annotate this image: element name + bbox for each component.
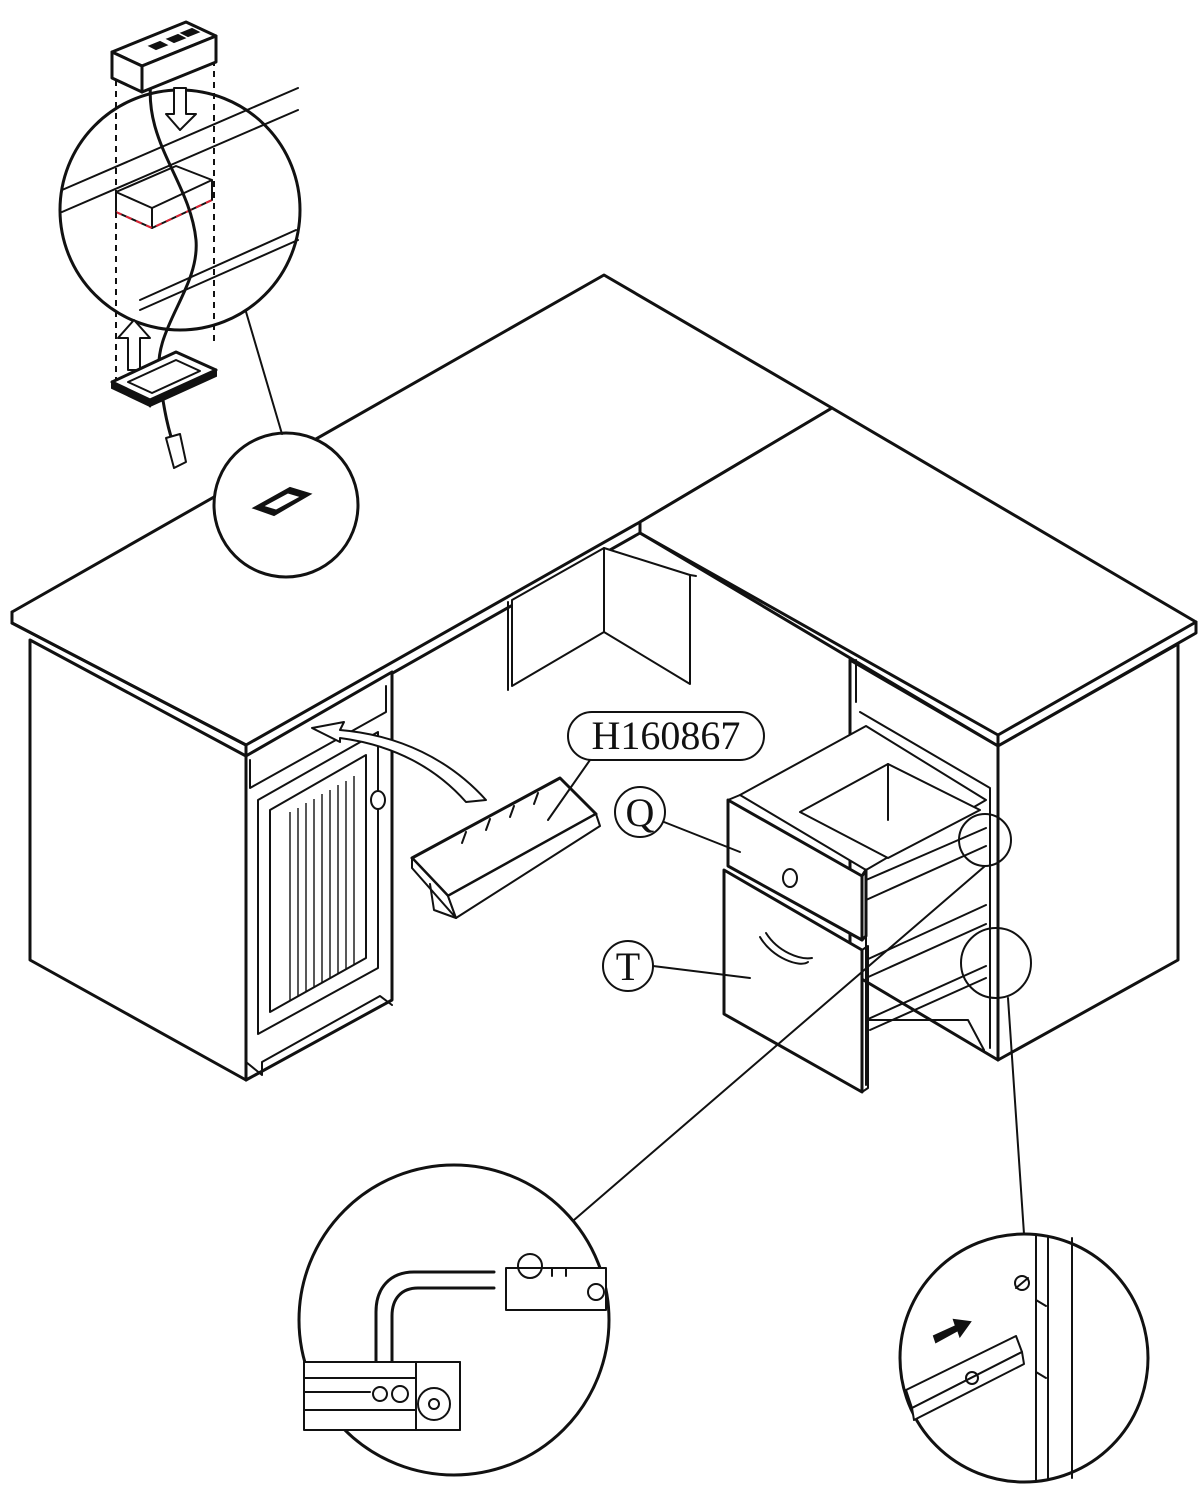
- outlet-detail: [58, 20, 302, 469]
- drawer-t-handle: [759, 936, 809, 965]
- keyboard-tray: [410, 776, 601, 919]
- part-number-text: H160867: [592, 713, 741, 758]
- rail-detail-right: [898, 997, 1150, 1484]
- insert-arrow: [311, 721, 487, 803]
- door-knob: [370, 790, 386, 810]
- drawer-t: [722, 868, 869, 1094]
- drawer-q: [726, 725, 987, 942]
- detail-marker-lower: [960, 927, 1032, 999]
- desk-top: [10, 273, 1198, 758]
- label-t: T: [602, 940, 751, 992]
- left-pedestal: [28, 638, 394, 1082]
- rail-detail-left: [297, 865, 986, 1477]
- grommet-callout: [212, 304, 360, 579]
- label-part-number: H160867: [547, 711, 765, 821]
- drawer-t-label: T: [616, 944, 640, 989]
- drawer-q-knob: [782, 868, 798, 888]
- back-panel: [507, 547, 697, 691]
- drawer-q-label: Q: [626, 790, 655, 835]
- label-q: Q: [614, 786, 741, 853]
